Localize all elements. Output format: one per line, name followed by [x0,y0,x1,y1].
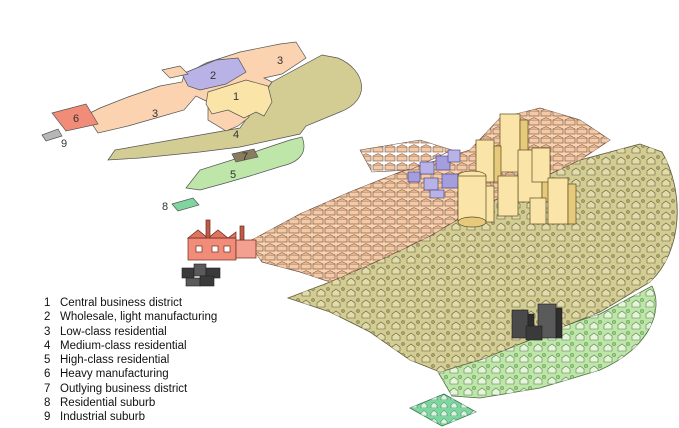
zone-label-3-west: 3 [152,108,158,120]
outlying-business-district-buildings [511,303,563,341]
zone-label-5: 5 [230,169,236,181]
zone-2-wholesale [181,57,247,91]
wholesale-buildings [407,149,461,199]
zone-6-heavy-manufacturing [51,103,99,132]
zone-label-2: 2 [210,70,216,82]
zone-label-8: 8 [162,201,168,213]
zone-5-high-class-residential [185,136,305,191]
zone-1-central-business-district [205,79,273,119]
heavy-manufacturing-factory [187,219,257,261]
zone-label-3-east: 3 [277,55,283,67]
zone-7-outlying-business-district [231,148,259,163]
low-class-residential-north [359,139,453,173]
zone-4-medium-class-residential [107,54,362,161]
zone-3-notch [161,65,189,79]
city-illustration [181,107,678,427]
industrial-suburb-buildings [181,263,221,287]
zone-label-6: 6 [73,113,79,125]
zone-label-9: 9 [61,138,67,150]
zone-label-1: 1 [233,91,239,103]
zone-label-7: 7 [242,151,248,163]
zone-label-4: 4 [233,129,239,141]
zone-9-industrial-suburb [41,128,63,142]
zone-8-residential-suburb [171,197,200,212]
zone-map: 1 2 3 3 4 5 6 7 8 9 [41,41,362,213]
cbd-skyscrapers [457,113,577,228]
